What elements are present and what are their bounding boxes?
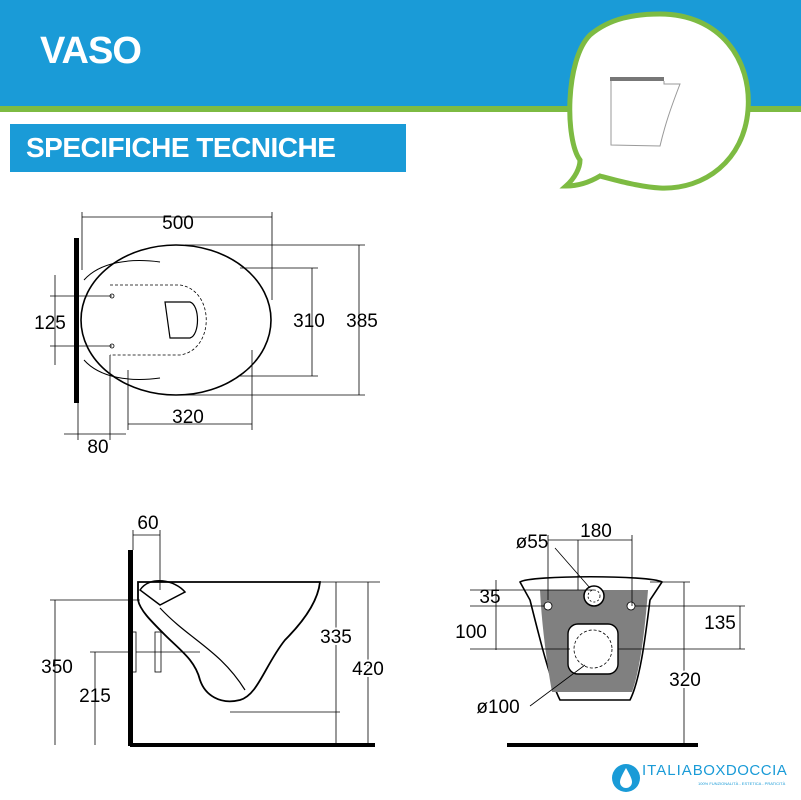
brand-logo: ITALIA BOXDOCCIA 100% FUNZIONALITÀ - EST… [612, 762, 788, 786]
dim-rim-height: 335 [320, 627, 352, 648]
header-divider [0, 106, 801, 112]
side-view [50, 530, 380, 747]
page-title: VASO [40, 30, 142, 72]
dim-inner-length: 320 [172, 407, 204, 428]
page-subtitle: SPECIFICHE TECNICHE [26, 132, 336, 163]
top-view [50, 212, 365, 440]
logo-part2: BOXDOCCIA [692, 762, 788, 779]
dim-inlet-offset: 35 [479, 587, 500, 608]
logo-drop-icon [612, 764, 640, 792]
dim-drain-height: 215 [79, 686, 111, 707]
logo-tagline: 100% FUNZIONALITÀ - ESTETICA - PRATICITÀ [698, 781, 786, 786]
dim-front-fixing-spacing: 180 [580, 521, 612, 542]
dim-front-fixing-height: 135 [704, 613, 736, 634]
dim-front-total-height: 320 [669, 670, 701, 691]
toilet-icon [610, 77, 681, 147]
subtitle-box: SPECIFICHE TECNICHE [10, 124, 406, 172]
dim-inlet-diameter: ø55 [516, 532, 549, 553]
dim-fixing-height: 350 [41, 657, 73, 678]
front-view [470, 535, 745, 747]
dim-drain-offset: 100 [455, 622, 487, 643]
dim-seat-depth: 310 [293, 311, 325, 332]
logo-part1: ITALIA [642, 762, 693, 779]
dim-fixing-spacing: 125 [34, 313, 66, 334]
dim-fixing-offset: 60 [137, 513, 158, 534]
dim-wall-offset: 80 [87, 437, 108, 458]
dim-drain-diameter: ø100 [476, 697, 519, 718]
dim-width: 500 [162, 213, 194, 234]
toilet-preview-bubble [559, 11, 751, 191]
dim-depth: 385 [346, 311, 378, 332]
dim-total-height: 420 [352, 659, 384, 680]
